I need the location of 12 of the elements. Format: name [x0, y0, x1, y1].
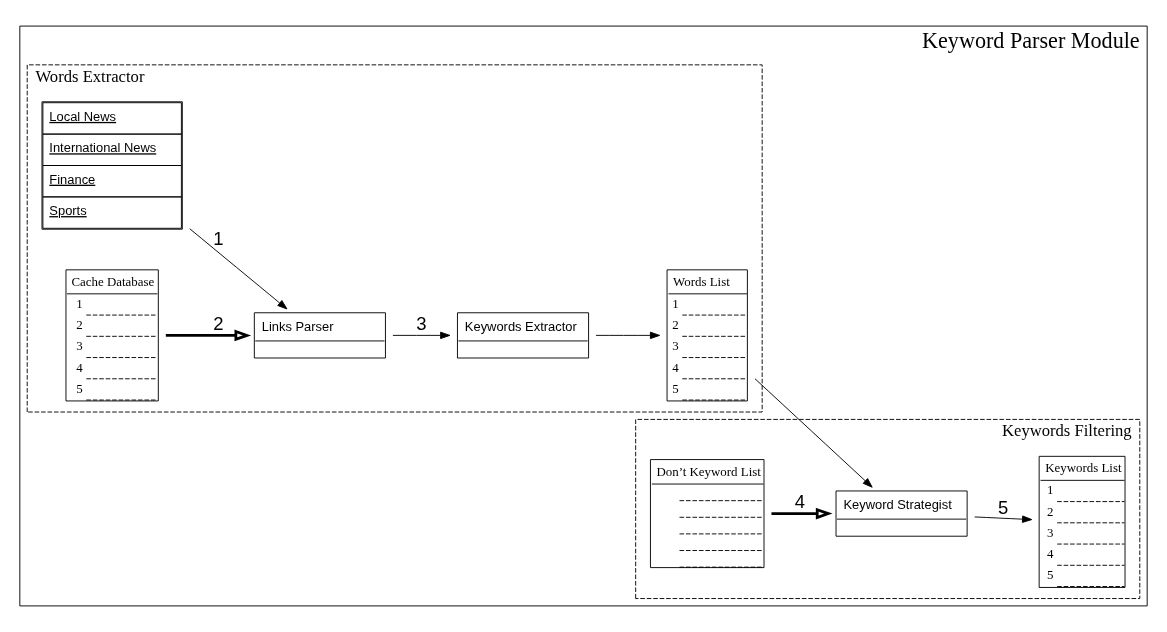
arrow	[754, 378, 873, 488]
edge-label: 2	[213, 312, 224, 334]
arrow	[392, 331, 451, 340]
edge-label: 3	[416, 312, 427, 334]
arrow	[165, 329, 252, 342]
edge-label: 5	[998, 496, 1009, 518]
arrow	[189, 228, 288, 310]
edge-label: 4	[794, 491, 806, 513]
arrow	[974, 515, 1033, 523]
arrow	[595, 331, 661, 340]
edge-label: 1	[213, 227, 224, 249]
arrow	[771, 507, 833, 520]
